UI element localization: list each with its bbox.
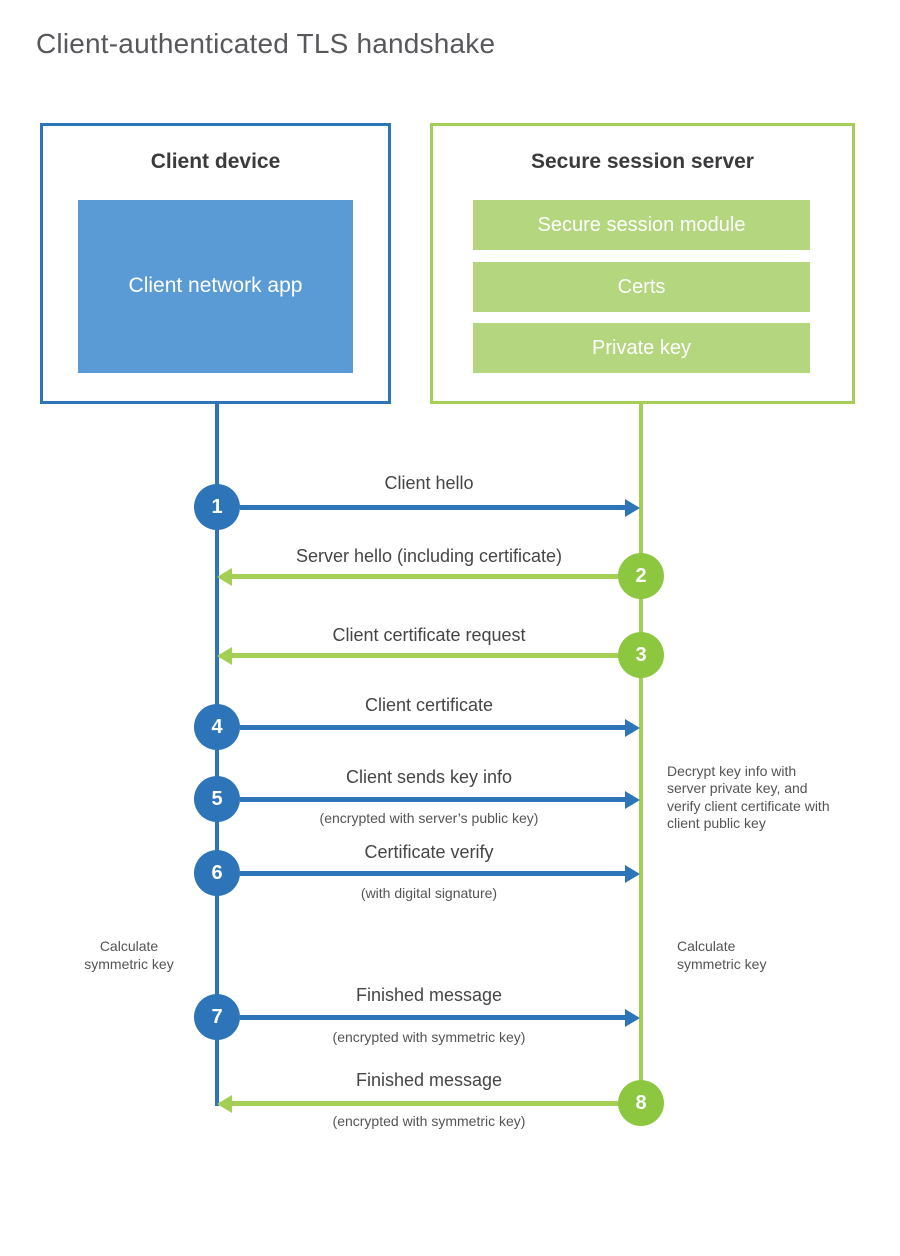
step7-circle: 7 (194, 994, 240, 1040)
secure-session-server-title: Secure session server (531, 150, 754, 173)
step2-circle: 2 (618, 553, 664, 599)
secure-session-server-box: Secure session server Secure session mod… (430, 123, 855, 404)
client-network-app-rect: Client network app (78, 200, 353, 373)
step3-label: Client certificate request (332, 625, 526, 645)
page-title: Client-authenticated TLS handshake (36, 28, 496, 59)
calculate-symmetric-key-right: Calculate symmetric key (677, 938, 767, 973)
step4-label: Client certificate (364, 695, 494, 715)
step7-sublabel: (encrypted with symmetric key) (332, 1029, 526, 1045)
arrowhead-icon (217, 646, 232, 665)
step5-sublabel: (encrypted with server’s public key) (319, 810, 539, 826)
step6-circle: 6 (194, 850, 240, 896)
client-network-app-label: Client network app (128, 274, 303, 298)
step7-arrow-right-icon (240, 1008, 640, 1027)
arrowhead-icon (217, 1094, 232, 1113)
server-lifeline (639, 404, 643, 1126)
decrypt-note: Decrypt key info with server private key… (667, 763, 830, 832)
arrowhead-icon (625, 1008, 640, 1027)
step5-arrow-right-icon (240, 790, 640, 809)
step7-label: Finished message (355, 985, 503, 1005)
step5-label: Client sends key info (345, 767, 513, 787)
step3-arrow-left-icon (217, 646, 618, 665)
step8-arrow-left-icon (217, 1094, 618, 1113)
step5-circle: 5 (194, 776, 240, 822)
server-module-private-key: Private key (473, 323, 810, 373)
step8-sublabel: (encrypted with symmetric key) (332, 1113, 526, 1129)
step2-arrow-left-icon (217, 567, 618, 586)
server-module-secure-session: Secure session module (473, 200, 810, 250)
step2-label: Server hello (including certificate) (295, 546, 563, 566)
client-device-title: Client device (150, 150, 281, 173)
step4-circle: 4 (194, 704, 240, 750)
client-device-box: Client device Client network app (40, 123, 391, 404)
step8-circle: 8 (618, 1080, 664, 1126)
step1-circle: 1 (194, 484, 240, 530)
step4-arrow-right-icon (240, 718, 640, 737)
arrowhead-icon (625, 718, 640, 737)
arrowhead-icon (217, 567, 232, 586)
step1-label: Client hello (384, 473, 474, 493)
step3-circle: 3 (618, 632, 664, 678)
step1-arrow-right-icon (240, 498, 640, 517)
calculate-symmetric-key-left: Calculate symmetric key (84, 938, 174, 973)
arrowhead-icon (625, 498, 640, 517)
step8-label: Finished message (355, 1070, 503, 1090)
server-module-certs: Certs (473, 262, 810, 312)
arrowhead-icon (625, 864, 640, 883)
step6-arrow-right-icon (240, 864, 640, 883)
arrowhead-icon (625, 790, 640, 809)
step6-label: Certificate verify (364, 842, 494, 862)
step6-sublabel: (with digital signature) (360, 885, 498, 901)
client-lifeline (215, 404, 219, 1106)
